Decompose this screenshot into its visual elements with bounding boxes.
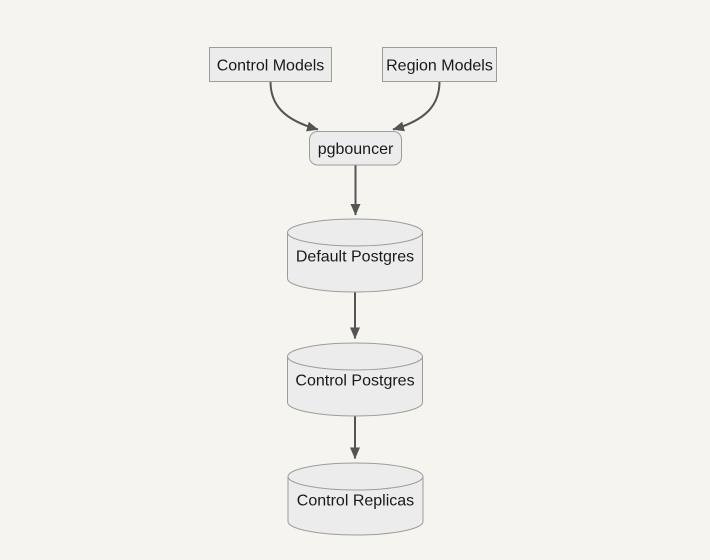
node-control-replicas-cylinder	[287, 462, 424, 536]
node-control-postgres-cylinder	[287, 342, 423, 417]
node-pgbouncer-box	[309, 131, 402, 166]
node-region-models-label: Region Models	[386, 58, 493, 75]
node-control-postgres-rim	[287, 356, 423, 371]
edges-layer	[269, 81, 441, 459]
node-control-postgres-label: Control Postgres	[295, 373, 414, 390]
node-default-postgres-label: Default Postgres	[296, 249, 414, 266]
node-pgbouncer: pgbouncer	[309, 131, 402, 166]
node-default-postgres: Default Postgres	[287, 218, 423, 293]
node-region-models: Region Models	[382, 47, 497, 82]
node-pgbouncer-label: pgbouncer	[318, 141, 394, 158]
node-control-models-label: Control Models	[217, 58, 325, 75]
node-control-replicas-rim	[287, 476, 424, 491]
node-control-replicas-label: Control Replicas	[297, 493, 414, 510]
node-control-models-box	[209, 47, 332, 82]
node-region-models-box	[382, 47, 497, 82]
node-control-replicas: Control Replicas	[287, 462, 424, 536]
node-control-models: Control Models	[209, 47, 332, 82]
edge-control-models-pgbouncer	[269, 81, 319, 132]
node-default-postgres-cylinder	[287, 218, 423, 293]
node-default-postgres-rim	[287, 232, 423, 247]
edge-region-models-pgbouncer	[392, 81, 441, 132]
node-control-postgres: Control Postgres	[287, 342, 423, 417]
